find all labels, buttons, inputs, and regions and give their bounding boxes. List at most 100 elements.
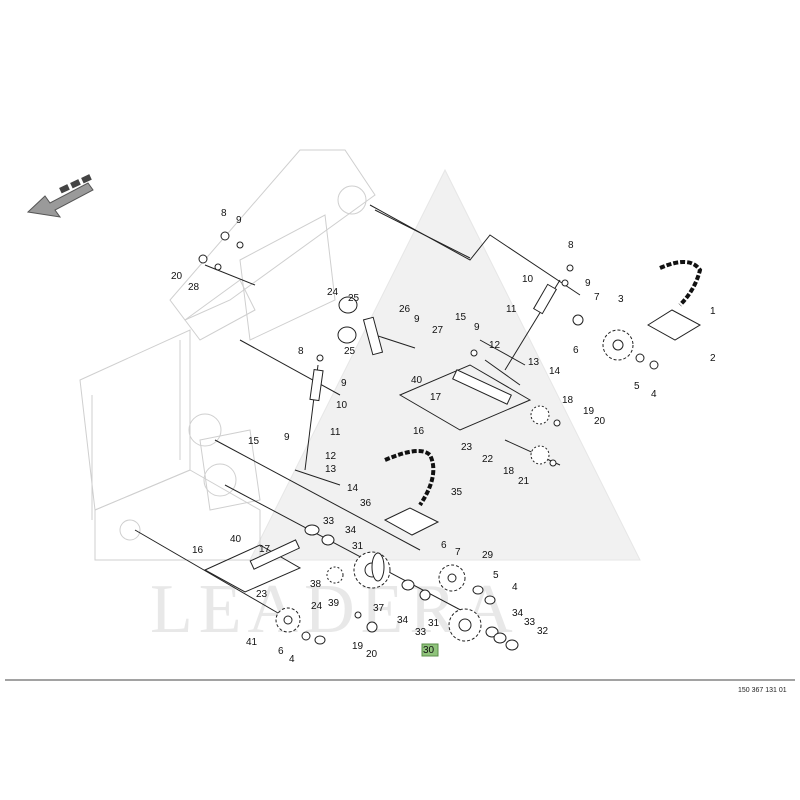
callout-18b: 18 — [503, 466, 515, 477]
callout-11: 11 — [506, 304, 517, 315]
callout-4b: 4 — [512, 582, 518, 593]
tension-springs — [304, 279, 561, 471]
callout-11b: 11 — [330, 427, 341, 438]
callout-22: 22 — [482, 454, 494, 465]
callout-39: 39 — [328, 598, 340, 609]
callout-17: 17 — [430, 392, 442, 403]
callout-12: 12 — [489, 340, 501, 351]
callout-9b: 9 — [474, 322, 480, 333]
highlighted-part-marker — [421, 643, 439, 657]
callout-20: 20 — [594, 416, 606, 427]
callout-7b: 7 — [455, 547, 461, 558]
callout-6b: 6 — [441, 540, 447, 551]
tensioner-arm-17-top — [452, 369, 512, 405]
machine-frame — [79, 149, 376, 561]
callout-33b: 33 — [415, 627, 427, 638]
callout-24: 24 — [327, 287, 339, 298]
callout-16b: 16 — [192, 545, 204, 556]
callout-36: 36 — [360, 498, 372, 509]
callout-31: 31 — [352, 541, 364, 552]
callout-40b: 40 — [230, 534, 242, 545]
callout-24b: 24 — [311, 601, 323, 612]
mounting-plate-16-top — [398, 364, 532, 431]
callout-18: 18 — [562, 395, 574, 406]
tensioner-arm-17-bottom — [249, 539, 301, 570]
callout-32: 32 — [537, 626, 549, 637]
bracket-26 — [362, 316, 384, 356]
callout-13: 13 — [528, 357, 540, 368]
callout-6: 6 — [573, 345, 579, 356]
spring-10-lower — [309, 369, 324, 402]
callout-9e: 9 — [341, 378, 347, 389]
callout-20c: 20 — [366, 649, 378, 660]
callout-13b: 13 — [325, 464, 337, 475]
watermark-triangle-icon — [249, 168, 641, 561]
callout-34: 34 — [345, 525, 357, 536]
chain-tensioner-plate-36 — [383, 507, 440, 536]
callout-7: 7 — [594, 292, 600, 303]
callout-9f: 9 — [284, 432, 290, 443]
roller-25-bottom — [337, 326, 357, 344]
callout-30: 30 — [423, 645, 435, 656]
callout-35: 35 — [451, 487, 463, 498]
callout-14: 14 — [549, 366, 561, 377]
callout-5b: 5 — [493, 570, 499, 581]
callout-33: 33 — [323, 516, 335, 527]
callout-20b: 20 — [171, 271, 183, 282]
callout-1: 1 — [710, 306, 716, 317]
callout-26: 26 — [399, 304, 411, 315]
callout-34c: 34 — [512, 608, 524, 619]
callout-41: 41 — [246, 637, 258, 648]
plates — [203, 309, 702, 593]
callout-3: 3 — [618, 294, 624, 305]
callout-37: 37 — [373, 603, 385, 614]
callout-14b: 14 — [347, 483, 359, 494]
sprocket-18-lower — [530, 445, 550, 465]
callout-9c: 9 — [236, 215, 242, 226]
callout-33c: 33 — [524, 617, 536, 628]
callout-8b: 8 — [221, 208, 227, 219]
callout-27: 27 — [432, 325, 444, 336]
sprocket-39 — [326, 566, 344, 584]
callout-25: 25 — [348, 293, 360, 304]
spring-10-upper — [532, 283, 558, 315]
mounting-plate-16-bottom — [203, 544, 302, 593]
callout-5: 5 — [634, 381, 640, 392]
callout-17b: 17 — [259, 544, 271, 555]
washers — [301, 314, 659, 651]
callout-28: 28 — [188, 282, 200, 293]
callout-15b: 15 — [248, 436, 260, 447]
chain-part-35 — [384, 449, 436, 507]
drawing-reference: 150 367 131 01 — [738, 687, 787, 694]
callout-4c: 4 — [289, 654, 295, 665]
callout-34b: 34 — [397, 615, 409, 626]
callout-19: 19 — [583, 406, 595, 417]
drive-chains — [384, 260, 703, 507]
callout-12b: 12 — [325, 451, 337, 462]
callout-40: 40 — [411, 375, 423, 386]
direction-arrow-icon — [26, 174, 94, 218]
callout-21: 21 — [518, 476, 530, 487]
roller-25-top — [338, 296, 358, 314]
callout-15: 15 — [455, 312, 467, 323]
chain-tensioner-plate-2 — [647, 309, 702, 341]
callout-6c: 6 — [278, 646, 284, 657]
watermark: LEADERA — [150, 168, 641, 648]
sprocket-18-upper — [530, 405, 550, 425]
callout-29: 29 — [482, 550, 494, 561]
callout-31b: 31 — [428, 618, 440, 629]
callout-16: 16 — [413, 426, 425, 437]
callout-2: 2 — [710, 353, 716, 364]
callout-8c: 8 — [298, 346, 304, 357]
callout-23: 23 — [461, 442, 473, 453]
callout-10: 10 — [522, 274, 534, 285]
callout-8: 8 — [568, 240, 574, 251]
chain-part-1 — [659, 260, 703, 307]
callout-38: 38 — [310, 579, 322, 590]
callout-10b: 10 — [336, 400, 348, 411]
callout-4: 4 — [651, 389, 657, 400]
callout-19b: 19 — [352, 641, 364, 652]
callout-labels: 1 2 3 4 5 6 7 8 9 10 11 12 13 14 15 9 16… — [171, 208, 716, 665]
callout-9d: 9 — [414, 314, 420, 325]
